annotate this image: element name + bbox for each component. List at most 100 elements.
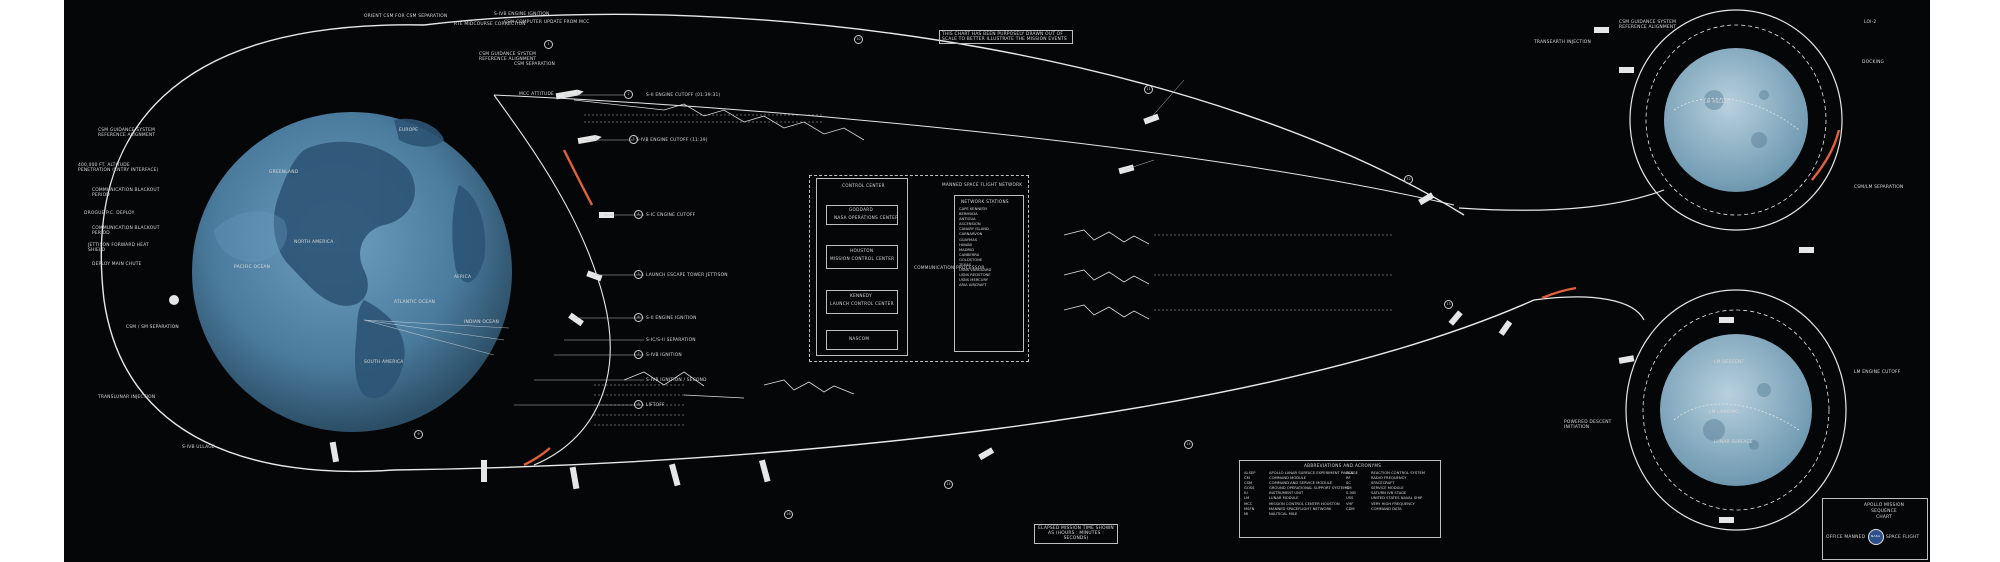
station-item: GUAYMAS (959, 237, 978, 242)
abbr-value: GROUND OPERATIONAL SUPPORT SYSTEMS (1269, 486, 1349, 491)
elapsed-note: ELAPSED MISSION TIME SHOWN AS (HOURS : M… (1034, 524, 1118, 544)
callout: 1 (544, 40, 553, 49)
abbr-key: ALSEP (1244, 471, 1256, 475)
abbr-value: COMMAND MODULE (1269, 476, 1307, 481)
earth-orbit-inner (493, 94, 611, 466)
abbr-key: MI (1244, 511, 1249, 516)
kennedy-box (826, 290, 898, 314)
nascom-box (826, 330, 898, 350)
label-main-chute: DEPLOY MAIN CHUTE (92, 262, 142, 267)
abbr-value: SERVICE MODULE (1371, 486, 1404, 491)
abbreviations-box (1239, 460, 1441, 538)
translunar-path-top (423, 13, 1465, 216)
label-s-ivb-ullage: S-IVB ULLAGE (182, 445, 215, 450)
station-item: BERMUDA (959, 212, 978, 217)
callout: 12 (1404, 175, 1413, 184)
title-line-2: SEQUENCE (1871, 509, 1897, 514)
abbr-value: MANNED SPACEFLIGHT NETWORK (1269, 506, 1332, 511)
launch-control-label: LAUNCH CONTROL CENTER (830, 301, 894, 306)
label-csm-guidance: CSM GUIDANCE SYSTEM REFERENCE ALIGNMENT (98, 128, 156, 139)
abbr-key: RCS (1346, 471, 1354, 475)
station-item: CAPE KENNEDY (959, 207, 988, 211)
label-blackout-2: COMMUNICATION BLACKOUT PERIOD (92, 226, 160, 237)
lunar-bottom-label-3: LUNAR SURFACE (1714, 440, 1753, 445)
label-blackout-1: COMMUNICATION BLACKOUT PERIOD (92, 188, 160, 199)
stations-box (954, 195, 1024, 352)
abbr-value: LUNAR MODULE (1269, 496, 1299, 501)
callout: 10 (854, 35, 863, 44)
callout: 6 (634, 313, 643, 322)
nascom-label: NASCOM (849, 336, 870, 341)
launch-label-3: S-IC ENGINE CUTOFF (646, 213, 696, 218)
top-label-2: RTE MIDCOURSE CORRECTION (454, 22, 526, 27)
network-frame (809, 175, 1029, 362)
top-label-6: CSM SEPARATION (514, 62, 556, 67)
houston-label: HOUSTON (850, 248, 874, 253)
stations-list: CAPE KENNEDY BERMUDA ANTIGUA ASCENSION C… (959, 207, 991, 289)
abbr-value: RADIO FREQUENCY (1371, 476, 1407, 481)
launch-label-2: S-IVB ENGINE CUTOFF (11:39) (636, 138, 708, 143)
launch-label-5: S-II ENGINE IGNITION (646, 316, 697, 321)
label-africa: AFRICA (454, 275, 472, 280)
label-north-america: NORTH AMERICA (294, 240, 334, 245)
label-csm-sep: CSM / SM SEPARATION (126, 325, 179, 330)
telemetry-zigzags (573, 99, 1150, 399)
lunar-top-label-6: LM ASCENT (1704, 100, 1732, 105)
control-center-box (816, 178, 908, 356)
label-400k-altitude: 400,000 FT. ALTITUDE PENETRATION (ENTRY … (78, 163, 159, 174)
station-item: ASCENSION (959, 222, 981, 227)
label-atlantic: ATLANTIC OCEAN (394, 300, 436, 305)
abbr-key: SM (1346, 486, 1352, 491)
launch-label-8: S-IVB IGNITION / SECOND (646, 378, 707, 383)
network-title: MANNED SPACE FLIGHT NETWORK (942, 182, 1023, 187)
abbr-key: IU (1244, 491, 1248, 496)
station-item: USNS REDSTONE (959, 273, 991, 278)
top-label-4: CSM COMPUTER UPDATE FROM MCC (504, 20, 590, 25)
moon-top (1664, 48, 1808, 192)
nasa-seal-icon: NASA (1868, 529, 1884, 545)
label-indian: INDIAN OCEAN (464, 320, 499, 325)
abbr-value: APOLLO LUNAR SURFACE EXPERIMENT PACKAGE (1269, 471, 1358, 475)
abbr-value: VERY HIGH FREQUENCY (1371, 501, 1415, 506)
abbr-key: S-IVB (1346, 491, 1356, 496)
nasa-ops-label: NASA OPERATIONS CENTER (834, 215, 899, 220)
callout: 14 (1184, 440, 1193, 449)
top-label-5: CSM GUIDANCE SYSTEM REFERENCE ALIGNMENT (479, 52, 537, 63)
abbr-key: RF (1346, 476, 1351, 481)
abbr-value: COMMAND DATA (1371, 506, 1402, 511)
abbr-key: LM (1244, 496, 1250, 501)
label-tli: TRANSLUNAR INJECTION (98, 395, 156, 400)
callout: 3 (629, 135, 638, 144)
earth-land (273, 118, 486, 399)
station-item: CARNARVON (959, 232, 983, 237)
label-greenland: GREENLAND (269, 170, 299, 175)
abbreviations-left: ALSEP APOLLO LUNAR SURFACE EXPERIMENT PAC… (1244, 471, 1358, 517)
houston-box (826, 245, 898, 269)
callout: 2 (624, 90, 633, 99)
kennedy-label: KENNEDY (850, 293, 872, 298)
abbr-key: GOSS (1244, 486, 1255, 491)
station-item: CANARY ISLAND (959, 227, 989, 232)
scale-note: THIS CHART HAS BEEN PURPOSELY DRAWN OUT … (939, 30, 1073, 45)
callout: 13 (1444, 300, 1453, 309)
abbr-value: INSTRUMENT UNIT (1269, 491, 1304, 496)
station-item: MADRID (959, 247, 975, 252)
lunar-bottom-label-2: LM LANDING (1709, 410, 1739, 415)
abbr-key: CM (1244, 476, 1250, 481)
lunar-orbit-bottom (1625, 289, 1847, 531)
lunar-top-label-3: LOI-2 (1864, 20, 1877, 25)
goddard-box (826, 205, 898, 225)
callout: 16 (784, 510, 793, 519)
chart-artwork (100, 9, 1847, 531)
label-jettison: JETTISON FORWARD HEAT SHIELD (88, 243, 149, 254)
launch-label-6: S-IC/S-II SEPARATION (646, 338, 696, 343)
abbr-key: CDM (1346, 506, 1355, 511)
mission-sequence-chart: GREENLAND NORTH AMERICA SOUTH AMERICA AF… (64, 0, 1930, 562)
comms-label: COMMUNICATION PROCESSOR (914, 265, 985, 270)
station-item: TEXAS (959, 263, 971, 268)
callout: 15 (944, 480, 953, 489)
label-south-america: SOUTH AMERICA (364, 360, 404, 365)
callout: 11 (1144, 85, 1153, 94)
lunar-orbit-top (1629, 9, 1843, 231)
station-item: USNS VANGUARD (959, 268, 992, 273)
